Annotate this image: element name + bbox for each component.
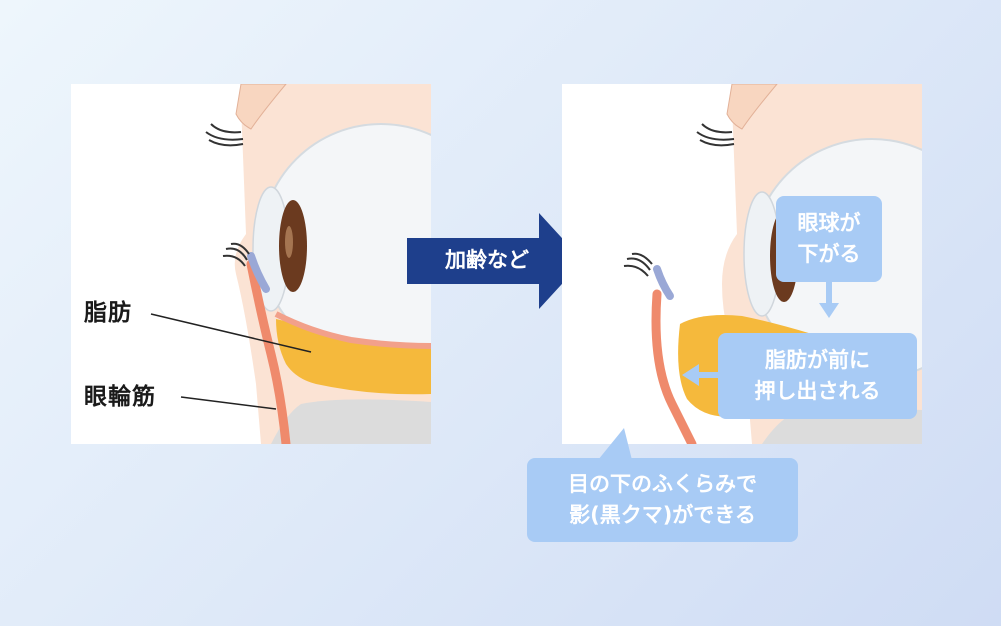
orbicularis-muscle <box>246 259 291 444</box>
before-illustration-panel <box>71 84 431 444</box>
fat-pushed-line-1: 脂肪が前に <box>765 348 870 372</box>
tarsal-plate <box>653 265 674 300</box>
orbital-fat <box>276 319 431 395</box>
muscle-leader-line <box>180 396 277 410</box>
orbicularis-label: 眼輪筋 <box>84 384 156 410</box>
lower-eyelashes <box>623 252 653 277</box>
fat-leader-line <box>150 313 312 353</box>
upper-eyelid <box>726 84 778 130</box>
eye-cross-section-before <box>150 84 431 444</box>
fat-pushed-line-2: 押し出される <box>754 379 881 403</box>
shadow-line-2: 影(黒クマ)ができる <box>569 503 756 527</box>
shadow-line-1: 目の下のふくらみで <box>568 472 757 496</box>
upper-eyelashes <box>205 123 244 147</box>
eyeball-down-bubble: 眼球が 下がる <box>776 196 882 282</box>
lower-eyelashes <box>222 242 250 267</box>
eyeball-down-line-2: 下がる <box>797 242 861 266</box>
eyeball-down-line-1: 眼球が <box>797 211 861 235</box>
aging-arrow: 加齢など <box>407 213 583 309</box>
iris-highlight <box>285 226 293 258</box>
upper-eyelid <box>235 84 287 130</box>
orbicularis-muscle <box>651 289 697 444</box>
orbital-bone <box>271 399 431 444</box>
iris <box>279 200 307 292</box>
fat-label: 脂肪 <box>84 300 132 326</box>
arrow-shape <box>407 213 583 309</box>
septum <box>274 311 431 349</box>
upper-eyelashes <box>696 123 735 147</box>
tarsal-plate <box>247 252 270 293</box>
shadow-bubble: 目の下のふくらみで 影(黒クマ)ができる <box>527 458 798 542</box>
arrow-label: 加齢など <box>445 248 529 272</box>
fat-pushed-bubble: 脂肪が前に 押し出される <box>718 333 917 419</box>
